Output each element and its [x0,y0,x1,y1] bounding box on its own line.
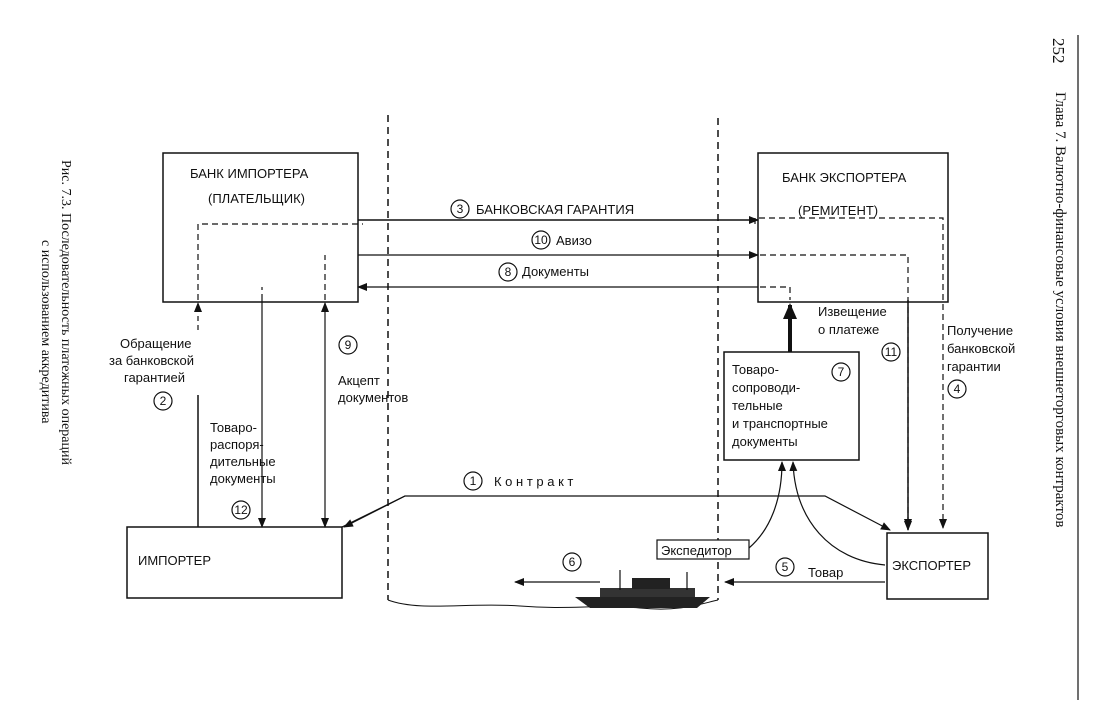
importer-bank-title: БАНК ИМПОРТЕРА [190,166,309,181]
step-12-label-4: документы [210,471,276,486]
step-1-number: 1 [470,474,477,488]
step-2-label-1: Обращение [120,336,191,351]
step-5-circle [775,557,795,577]
step-12-label-2: распоря- [210,437,264,452]
ship-icon [575,570,710,608]
arrow-contract-back [343,495,406,528]
step-2-label-2: за банковской [109,353,194,368]
dashed-documents-loop [261,286,791,300]
step-9-label-2: документов [338,390,408,405]
transport-docs-box [723,351,860,461]
step-8-circle [498,262,518,282]
step-6-circle [562,552,582,572]
figure-caption-line-1: Рис. 7.3. Последовательность платежных о… [58,160,73,465]
step-3-label: БАНКОВСКАЯ ГАРАНТИЯ [476,202,634,217]
step-4-label-3: гарантии [947,359,1001,374]
transport-docs-line-2: сопроводи- [732,380,800,395]
step-7-number: 7 [838,365,845,379]
exporter-bank-box [757,152,949,303]
step-4-number: 4 [954,382,961,396]
importer-box [126,526,343,599]
step-5-number: 5 [782,560,789,574]
exporter-bank-title: БАНК ЭКСПОРТЕРА [782,170,907,185]
step-12-label-1: Товаро- [210,420,257,435]
exporter-box [886,532,989,600]
step-9-circle [338,335,358,355]
step-4-circle [947,379,967,399]
step-10-label: Авизо [556,233,592,248]
transport-docs-line-4: и транспортные [732,416,828,431]
step-2-circle [153,391,173,411]
exporter-bank-subtitle: (РЕМИТЕНТ) [798,203,878,218]
step-11-label-1: Извещение [818,304,887,319]
step-5-label: Товар [808,565,843,580]
step-11-number: 11 [885,345,898,359]
step-10-circle [531,230,551,250]
step-2-label-3: гарантией [124,370,185,385]
step-3-number: 3 [457,202,464,216]
transport-docs-line-5: документы [732,434,798,449]
dashed-guarantee-to-exporter [197,217,943,528]
step-8-number: 8 [505,265,512,279]
importer-title: ИМПОРТЕР [138,553,211,568]
step-1-label: К о н т р а к т [494,474,573,489]
step-9-number: 9 [345,338,352,352]
curve-forwarder-to-docs [748,461,786,549]
step-11-label-2: о платеже [818,322,879,337]
curve-exporter-to-docs [789,461,886,566]
figure-caption-line-2: с использованием аккредитива [38,240,53,424]
transport-docs-line-3: тельные [732,398,783,413]
step-12-label-3: дительные [210,454,276,469]
page-number: 252 [1049,38,1068,64]
forwarder-box [656,539,750,560]
step-2-number: 2 [160,394,167,408]
step-6-number: 6 [569,555,576,569]
step-8-label: Документы [522,264,589,279]
step-10-number: 10 [534,233,548,247]
step-9-label-1: Акцепт [338,373,380,388]
chapter-header: Глава 7. Валютно-финансовые условия внеш… [1052,92,1068,527]
importer-bank-subtitle: (ПЛАТЕЛЬЩИК) [208,191,305,206]
forwarder-label: Экспедитор [661,543,732,558]
transport-docs-line-1: Товаро- [732,362,779,377]
step-1-circle [463,471,483,491]
step-7-circle [831,362,851,382]
step-12-circle [231,500,251,520]
exporter-title: ЭКСПОРТЕР [892,558,971,573]
arrow-contract [341,495,891,531]
step-3-circle [450,199,470,219]
transport-docs-text: Товаро- сопроводи- тельные и транспортны… [732,362,828,449]
step-11-circle [881,342,901,362]
step-4-label-1: Получение [947,323,1013,338]
step-4-label-2: банковской [947,341,1015,356]
step-12-number: 12 [234,503,248,517]
